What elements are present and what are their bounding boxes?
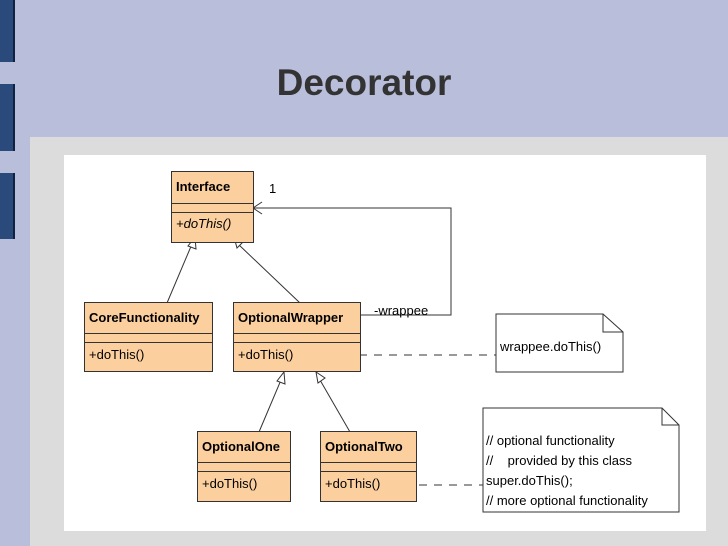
class-name: OptionalTwo: [321, 432, 416, 463]
left-accent-bar-3: [0, 173, 15, 239]
operation: +doThis(): [325, 476, 381, 491]
class-name: CoreFunctionality: [85, 303, 212, 334]
attribute-compartment: [321, 463, 416, 472]
note-line: // optional functionality: [486, 433, 615, 448]
wrapper-note-shape: [495, 313, 624, 373]
note-line: // more optional functionality: [486, 493, 648, 508]
generalization-core: [166, 243, 193, 304]
attribute-compartment: [234, 334, 360, 343]
operation: +doThis(): [89, 347, 145, 362]
optional-note-fold: [661, 408, 679, 426]
wrapper-note-line: wrappee.doThis(): [500, 339, 602, 354]
class-optional-two: OptionalTwo +doThis(): [320, 431, 417, 502]
generalization-one: [258, 379, 282, 433]
wrapper-note-fold: [602, 314, 623, 333]
attribute-compartment: [172, 204, 253, 213]
generalization-wrapper: [237, 243, 301, 304]
left-accent-bar-2: [0, 84, 15, 151]
class-optional-one: OptionalOne +doThis(): [197, 431, 291, 502]
diagram-connectors: [166, 201, 680, 513]
class-interface: Interface +doThis(): [171, 171, 254, 243]
attribute-compartment: [85, 334, 212, 343]
operation: +doThis(): [202, 476, 258, 491]
generalization-two: [319, 379, 351, 433]
class-optional-wrapper: OptionalWrapper +doThis(): [233, 302, 361, 372]
multiplicity-label: 1: [269, 181, 277, 196]
optional-note-text: // optional functionality // provided by…: [486, 431, 648, 511]
operation: +doThis(): [176, 216, 232, 231]
slide-title: Decorator: [276, 62, 452, 103]
class-name: OptionalOne: [198, 432, 290, 463]
class-name: Interface: [172, 172, 253, 204]
class-name: OptionalWrapper: [234, 303, 360, 334]
role-label: -wrappee: [374, 303, 429, 318]
left-accent-bar-1: [0, 0, 15, 62]
generalization-one-arrowhead: [276, 370, 286, 385]
association-wrappee: [253, 207, 452, 316]
note-line: super.doThis();: [486, 473, 573, 488]
optional-note-shape: [482, 407, 680, 513]
uml-diagram-canvas: Interface +doThis() CoreFunctionality +d…: [64, 155, 706, 531]
class-core-functionality: CoreFunctionality +doThis(): [84, 302, 213, 372]
generalization-two-arrowhead: [315, 370, 326, 384]
note-line: // provided by this class: [486, 453, 632, 468]
operation: +doThis(): [238, 347, 294, 362]
attribute-compartment: [198, 463, 290, 472]
